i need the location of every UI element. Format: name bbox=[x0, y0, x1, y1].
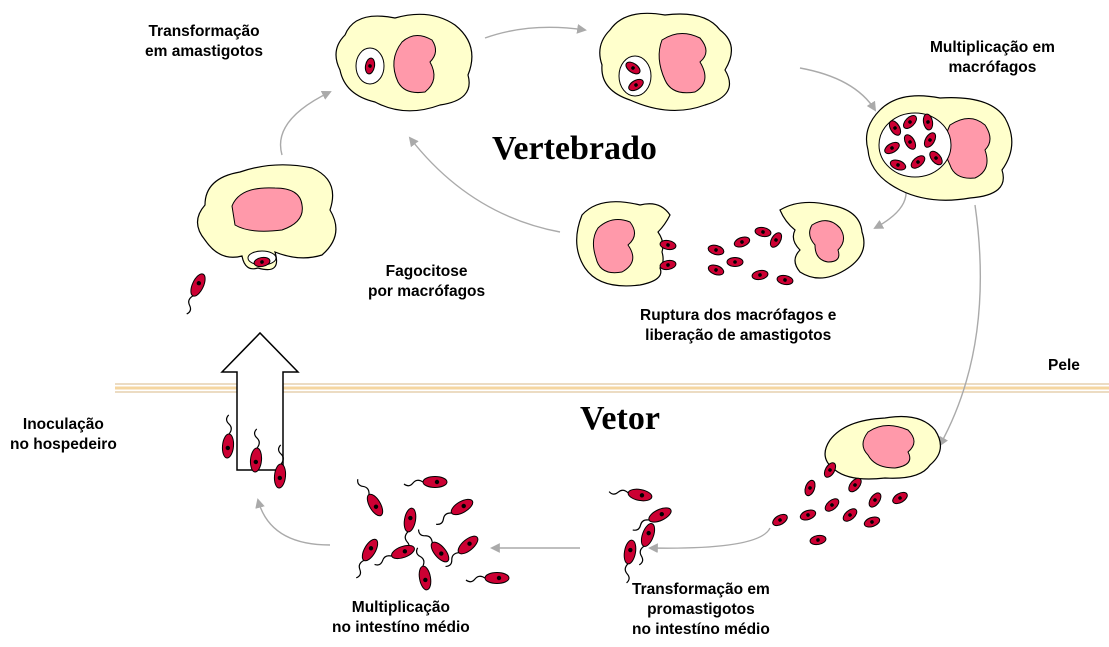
macrophage-multiplication bbox=[865, 95, 1013, 201]
arrow-to-vector bbox=[939, 204, 982, 447]
arrow-to-transformation bbox=[279, 90, 332, 156]
label-line: Multiplicação bbox=[351, 599, 450, 616]
arrow-reinfection bbox=[408, 136, 561, 233]
label-line: por macrófagos bbox=[368, 283, 486, 300]
label-transform-promastigote: Transformação em promastigotos no intest… bbox=[632, 580, 770, 640]
label-line: no intestíno médio bbox=[332, 619, 470, 636]
label-line: macrófagos bbox=[948, 59, 1037, 76]
macrophage-vacuole bbox=[599, 12, 732, 112]
label-inoculation: Inoculação no hospedeiro bbox=[10, 415, 117, 455]
title-vector: Vetor bbox=[580, 400, 660, 437]
cycle-arrows bbox=[255, 24, 982, 554]
inoculation-up-arrow bbox=[220, 331, 300, 471]
label-multiplication-midgut: Multiplicação no intestíno médio bbox=[332, 598, 470, 638]
arrow-to-multiplication bbox=[799, 67, 877, 112]
macrophage-transformation bbox=[335, 13, 473, 112]
label-rupture: Ruptura dos macrófagos e liberação de am… bbox=[640, 306, 836, 346]
macrophage-rupture bbox=[576, 201, 865, 287]
arrow-to-vacuole bbox=[484, 24, 587, 39]
label-line: promastigotos bbox=[647, 601, 755, 618]
label-phagocytosis: Fagocitose por macrófagos bbox=[368, 262, 485, 302]
label-multiplication-macrophage: Multiplicação em macrófagos bbox=[930, 38, 1055, 78]
title-vertebrate: Vertebrado bbox=[492, 130, 657, 167]
arrow-to-promastigote bbox=[648, 527, 771, 554]
arrow-to-rupture bbox=[873, 184, 907, 229]
label-line: Ruptura dos macrófagos e bbox=[640, 307, 837, 324]
macrophage-phagocytosis bbox=[179, 164, 337, 317]
skin-label: Pele bbox=[1048, 357, 1080, 374]
label-line: Inoculação bbox=[22, 416, 104, 433]
label-line: Transformação bbox=[148, 23, 260, 40]
label-line: em amastigotos bbox=[145, 43, 264, 60]
label-line: liberação de amastigotos bbox=[645, 327, 832, 344]
label-line: Multiplicação em bbox=[930, 39, 1055, 56]
label-transform-amastigote: Transformação em amastigotos bbox=[145, 22, 263, 62]
arrow-to-inoculation bbox=[255, 498, 331, 546]
promastigote-group-midgut bbox=[349, 474, 510, 592]
promastigote-group-transformation bbox=[607, 483, 674, 585]
label-line: no hospedeiro bbox=[10, 436, 117, 453]
label-line: Transformação em bbox=[632, 581, 770, 598]
label-line: Fagocitose bbox=[385, 263, 468, 280]
macrophage-in-vector bbox=[770, 415, 941, 547]
label-line: no intestíno médio bbox=[632, 621, 770, 638]
